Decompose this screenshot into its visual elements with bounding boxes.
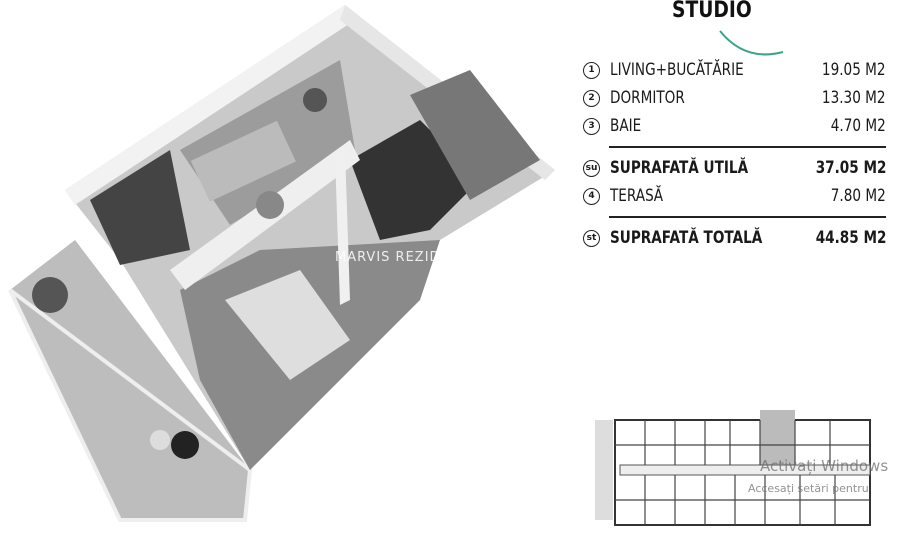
useful-label: SUPRAFATĂ UTILĂ (610, 158, 749, 178)
useful-badge: su (583, 159, 600, 177)
terrace-area: 7.80 M2 (831, 186, 886, 206)
room-number-badge: 3 (583, 117, 600, 135)
logo-arc (719, 30, 784, 56)
room-label: LIVING+BUCĂTĂRIE (610, 60, 744, 80)
terrace-label: TERASĂ (610, 186, 664, 206)
useful-area-row: su SUPRAFATĂ UTILĂ 37.05 M2 (583, 154, 886, 182)
room-row-living: 1 LIVING+BUCĂTĂRIE 19.05 M2 (583, 56, 886, 84)
divider (609, 216, 886, 218)
apartment-walls (65, 5, 555, 470)
room-label: BAIE (610, 116, 642, 136)
total-label: SUPRAFATĂ TOTALĂ (610, 228, 763, 248)
isometric-floor-plan (8, 5, 555, 522)
os-activation-watermark: Activați Windows (760, 457, 889, 475)
room-row-bedroom: 2 DORMITOR 13.30 M2 (583, 84, 886, 112)
room-label: DORMITOR (610, 88, 685, 108)
useful-area: 37.05 M2 (815, 158, 886, 178)
room-number-badge: 1 (583, 61, 600, 79)
total-area-row: st SUPRAFATĂ TOTALĂ 44.85 M2 (583, 224, 886, 252)
room-area: 4.70 M2 (831, 116, 886, 136)
page-title: STUDIO (672, 0, 752, 23)
room-area: 13.30 M2 (822, 88, 886, 108)
divider (609, 146, 886, 148)
total-badge: st (583, 229, 600, 247)
building-floor-key-plan (595, 410, 871, 526)
os-activation-watermark-subtext: Accesați setări pentru (748, 482, 869, 495)
watermark-text: MARVIS REZIDENT (335, 250, 470, 265)
room-number-badge: 2 (583, 89, 600, 107)
room-row-bathroom: 3 BAIE 4.70 M2 (583, 112, 886, 140)
terrace (8, 240, 253, 522)
room-area: 19.05 M2 (822, 60, 886, 80)
total-area: 44.85 M2 (815, 228, 886, 248)
terrace-row: 4 TERASĂ 7.80 M2 (583, 182, 886, 210)
area-table: 1 LIVING+BUCĂTĂRIE 19.05 M2 2 DORMITOR 1… (583, 56, 886, 252)
terrace-badge: 4 (583, 187, 600, 205)
